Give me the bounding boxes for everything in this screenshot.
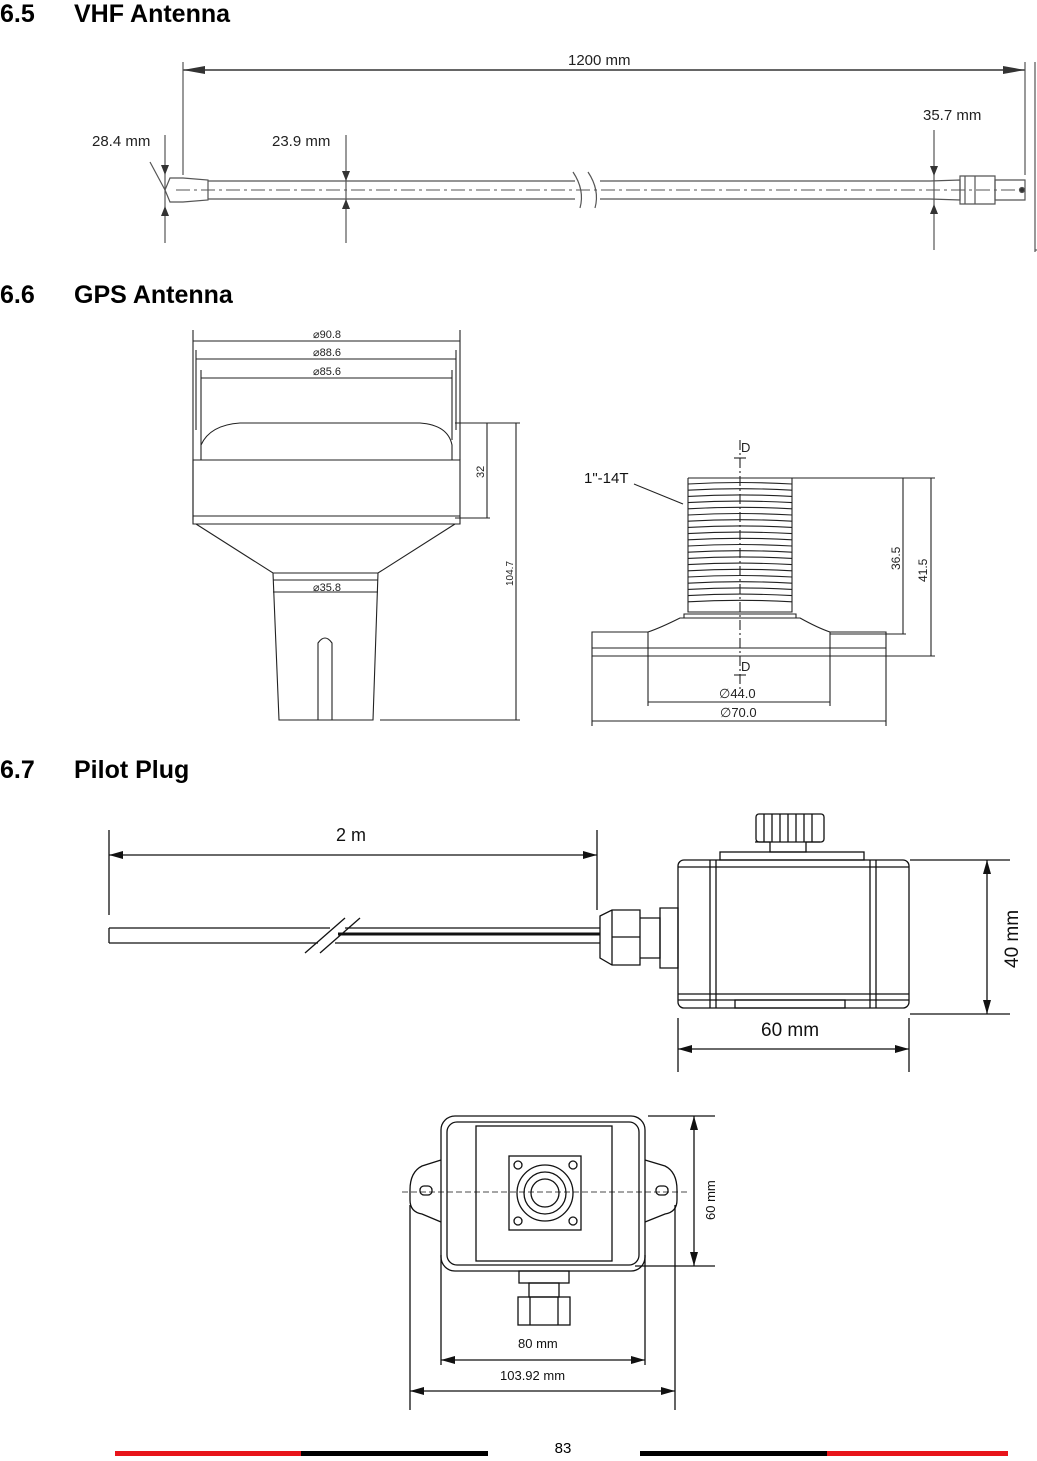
thread-ridge: [687, 519, 793, 522]
pilot-cable-length: 2 m: [336, 825, 366, 845]
section-title: VHF Antenna: [74, 0, 231, 28]
thread-ridge: [687, 599, 793, 603]
thread-ridge: [687, 494, 793, 497]
thread-ridge: [687, 500, 793, 504]
thread-ridge: [687, 488, 793, 491]
thread-ridge: [687, 525, 793, 528]
gps-diameter-2: ⌀88.6: [313, 347, 341, 359]
pilot-top-depth: 60 mm: [703, 1180, 718, 1220]
thread-ridge: [687, 531, 793, 535]
thread-ridge: [687, 593, 793, 597]
thread-ridge: [687, 550, 793, 553]
section-title: Pilot Plug: [74, 756, 190, 784]
pilot-flange-width: 103.92 mm: [500, 1368, 565, 1383]
gps-thread: [687, 477, 793, 603]
footer-rule: [115, 1451, 1008, 1456]
vhf-length-label: 1200 mm: [568, 52, 631, 69]
gps-section-bottom: D: [741, 659, 750, 674]
vhf-base-diameter-label: 35.7 mm: [923, 107, 981, 124]
gps-flange-diameter: ∅70.0: [720, 705, 757, 720]
gps-thread-label: 1"-14T: [584, 470, 629, 487]
thread-ridge: [687, 574, 793, 578]
thread-ridge: [687, 556, 793, 559]
gps-thread-height: 36.5: [889, 546, 903, 570]
section-number: 6.5: [0, 0, 35, 28]
pilot-box-height: 40 mm: [1002, 910, 1023, 968]
vhf-antenna-drawing: 1200 mm 28.4 mm 23.9 mm 35.7 mm: [92, 52, 1037, 252]
vhf-mid-diameter-label: 23.9 mm: [272, 133, 330, 150]
thread-ridge: [687, 581, 793, 584]
thread-ridge: [687, 543, 793, 547]
gps-stem-diameter: ⌀35.8: [313, 582, 341, 594]
section-number: 6.6: [0, 281, 35, 309]
thread-ridge: [687, 568, 793, 572]
thread-ridge: [687, 481, 793, 485]
page-number: 83: [554, 1440, 572, 1457]
gps-inner-diameter: ∅44.0: [719, 686, 756, 701]
thread-ridge: [687, 506, 793, 510]
section-number: 6.7: [0, 756, 35, 784]
pilot-top-width: 80 mm: [518, 1336, 558, 1351]
gps-diameter-1: ⌀90.8: [313, 329, 341, 341]
vhf-tip-diameter-label: 28.4 mm: [92, 133, 150, 150]
gps-total-height: 104.7: [505, 561, 516, 586]
gps-antenna-drawing: ⌀90.8 ⌀88.6 ⌀85.6 ⌀35.8 32 104.7 1"-14T …: [192, 329, 935, 726]
thread-ridge: [687, 587, 793, 590]
pilot-plug-side-view: 2 m 40 mm 60 mm: [108, 813, 1023, 1072]
pilot-plug-top-view: 60 mm 80 mm 103.92 mm: [402, 1115, 718, 1410]
gps-diameter-3: ⌀85.6: [313, 366, 341, 378]
section-title: GPS Antenna: [74, 281, 233, 309]
gps-mount-height: 41.5: [916, 558, 930, 582]
gps-section-top: D: [741, 440, 750, 455]
thread-ridge: [687, 562, 793, 566]
thread-ridge: [687, 512, 793, 516]
thread-ridge: [687, 537, 793, 541]
pilot-box-width: 60 mm: [761, 1020, 819, 1041]
gps-dome-height: 32: [475, 466, 487, 478]
